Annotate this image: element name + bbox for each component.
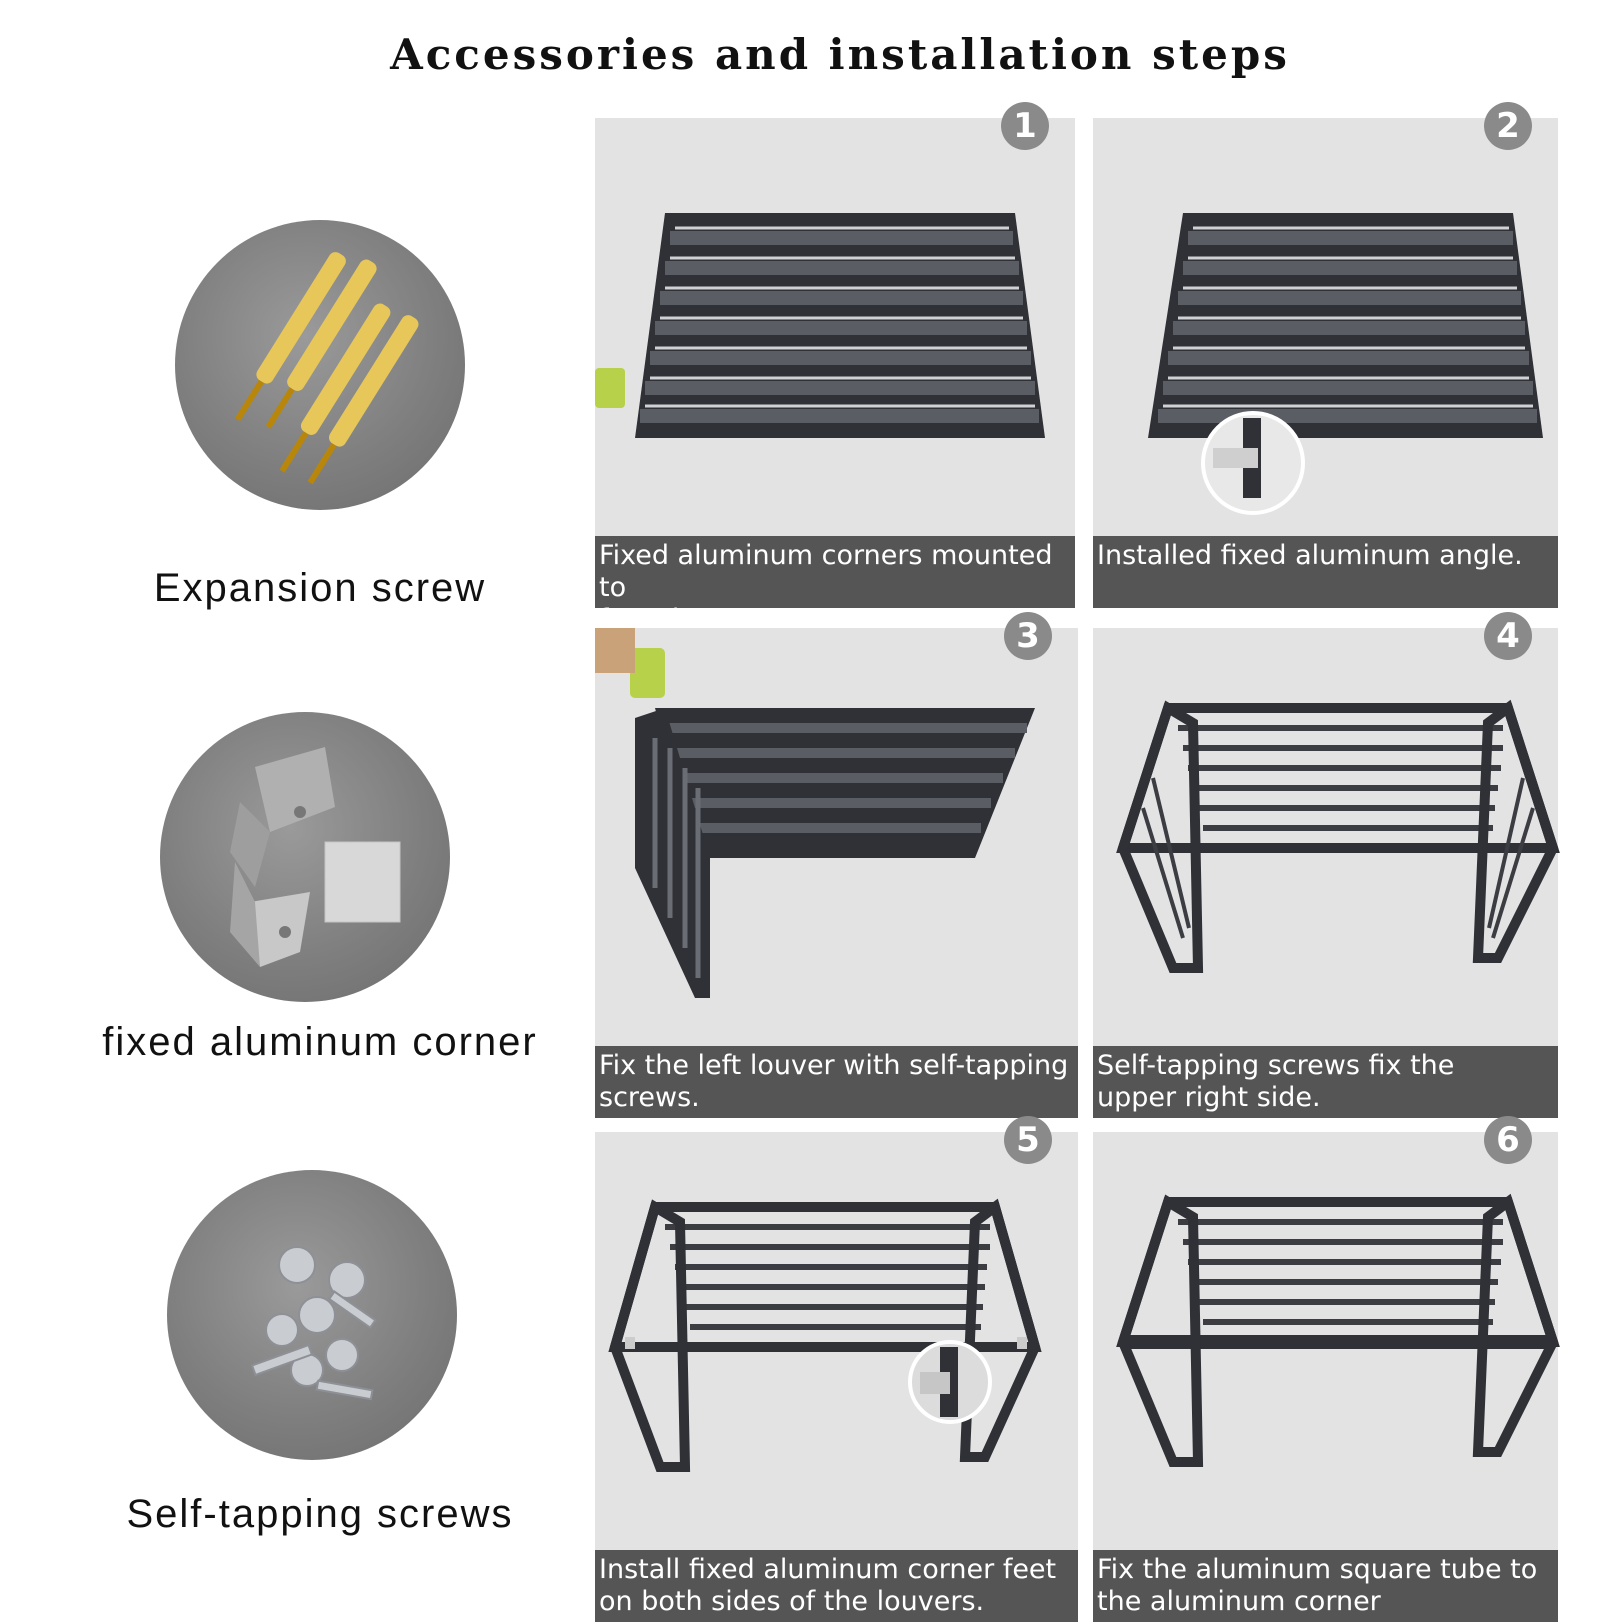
step-1-panel: 1 Fixed aluminum corners mounted to fron…	[595, 102, 1075, 608]
step-caption: Fix the left louver with self-tapping sc…	[595, 1046, 1078, 1118]
accessory-label: Self-tapping screws	[126, 1492, 514, 1536]
step-caption: Installed fixed aluminum angle.	[1093, 536, 1558, 608]
accessory-label: Expansion screw	[153, 566, 487, 610]
step-caption: Install fixed aluminum corner feet on bo…	[595, 1550, 1078, 1622]
step-number-badge: 3	[1004, 612, 1052, 660]
accessory-label: fixed aluminum corner	[102, 1020, 538, 1064]
louver-frame-illustration	[1116, 1193, 1560, 1467]
louver-panel-illustration	[595, 628, 1035, 998]
step-6-panel: 6 Fix the aluminum square tube to the al…	[1093, 1116, 1560, 1622]
louver-panel-illustration	[595, 213, 1045, 438]
self-tapping-screw-icon	[167, 1170, 457, 1460]
louver-frame-illustration	[1116, 699, 1560, 973]
step-4-panel: 4 Self-tapping screws fix the upper righ…	[1093, 612, 1560, 1118]
page-title: Accessories and installation steps	[390, 30, 1290, 79]
step-caption: Fix the aluminum square tube to the alum…	[1093, 1550, 1558, 1622]
step-2-panel: 2 Installed fixed aluminum angle.	[1093, 102, 1558, 608]
aluminum-corner-icon	[160, 712, 450, 1002]
step-5-panel: 5 Install fixed aluminum corner feet on …	[595, 1116, 1078, 1622]
step-number-badge: 5	[1004, 1116, 1052, 1164]
step-number-badge: 2	[1484, 102, 1532, 150]
step-number-badge: 4	[1484, 612, 1532, 660]
louver-panel-illustration	[1148, 213, 1543, 515]
step-caption: Self-tapping screws fix the upper right …	[1093, 1046, 1558, 1118]
expansion-screw-icon	[175, 220, 465, 510]
step-caption: Fixed aluminum corners mounted to front …	[595, 536, 1075, 608]
step-3-panel: 3 Fix the left louver with self-tapping …	[595, 612, 1078, 1118]
step-number-badge: 6	[1484, 1116, 1532, 1164]
louver-frame-illustration	[608, 1198, 1042, 1472]
step-number-badge: 1	[1001, 102, 1049, 150]
